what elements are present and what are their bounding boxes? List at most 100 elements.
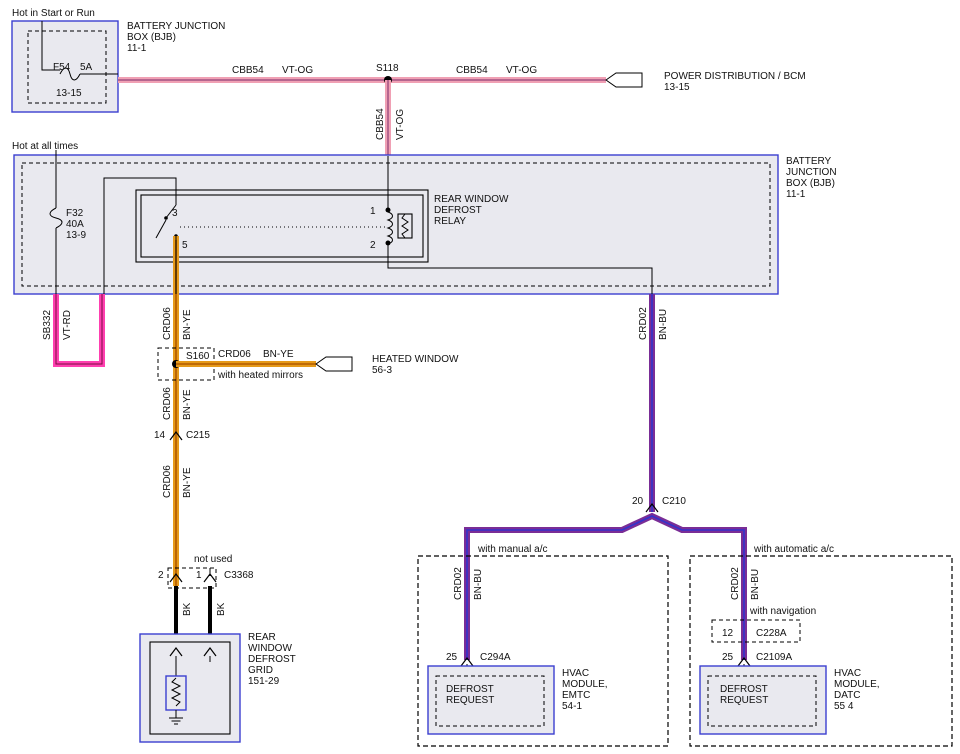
datc-defrost-request-box bbox=[707, 675, 817, 727]
manual-ac-note: with manual a/c bbox=[477, 544, 547, 555]
hvac-emtc-title-1: HVAC bbox=[562, 668, 589, 679]
hvac-datc-ref: 55 4 bbox=[834, 701, 854, 712]
hvac-emtc-box bbox=[427, 665, 555, 735]
relay-node-2 bbox=[385, 240, 391, 246]
relay-title-2: DEFROST bbox=[434, 205, 482, 216]
datc-defrost-request-1: DEFROST bbox=[720, 684, 768, 695]
ground-icon bbox=[169, 717, 183, 725]
defrost-grid-title-3: DEFROST bbox=[248, 654, 296, 665]
wire-cbb54-right-circuit: CBB54 bbox=[456, 65, 488, 76]
defrost-grid-heater-icon bbox=[170, 677, 182, 707]
bjb-top-title-2: BOX (BJB) bbox=[127, 32, 176, 43]
fuse-f32-ref: 13-9 bbox=[66, 230, 86, 241]
c3368-name: C3368 bbox=[224, 570, 254, 581]
c3368-not-used: not used bbox=[194, 554, 232, 565]
relay-title-1: REAR WINDOW bbox=[434, 194, 509, 205]
wire-crd02-branch-stripe bbox=[466, 515, 745, 660]
hvac-datc-title-2: MODULE, bbox=[834, 679, 880, 690]
bjb-main-inner-dash bbox=[21, 162, 771, 287]
c210-name: C210 bbox=[662, 496, 686, 507]
hvac-datc-box bbox=[699, 665, 827, 735]
c2109a-pin: 25 bbox=[722, 652, 734, 663]
defrost-grid-title-4: GRID bbox=[248, 665, 273, 676]
arrow-power-distribution bbox=[605, 72, 643, 88]
splice-s160-label: S160 bbox=[186, 351, 210, 362]
relay-pin-5: 5 bbox=[182, 240, 188, 251]
bjb-internal-wire bbox=[103, 177, 177, 294]
bjb-main-ref: 11-1 bbox=[786, 189, 806, 200]
c3368-pin-a: 2 bbox=[158, 570, 164, 581]
manual-ac-dash-box bbox=[417, 555, 669, 747]
wire-sb332-circuit: SB332 bbox=[42, 310, 53, 340]
power-dist-label: POWER DISTRIBUTION / BCM bbox=[664, 71, 806, 82]
hvac-emtc-title-2: MODULE, bbox=[562, 679, 608, 690]
wire-sb332-color: VT-RD bbox=[62, 310, 73, 340]
wire-cbb54-left-circuit: CBB54 bbox=[232, 65, 264, 76]
heated-window-label: HEATED WINDOW bbox=[372, 354, 459, 365]
defrost-grid-title-1: REAR bbox=[248, 632, 276, 643]
wire-bk-a-color: BK bbox=[182, 602, 193, 616]
bjb-main-title-2: JUNCTION bbox=[786, 167, 837, 178]
c3368-pin-a-icon bbox=[169, 573, 183, 583]
c3368-dash-box bbox=[167, 567, 217, 589]
defrost-grid-pin-b-icon bbox=[203, 647, 217, 657]
relay-pin-2: 2 bbox=[370, 240, 376, 251]
datc-defrost-request-2: REQUEST bbox=[720, 695, 768, 706]
fuse-f32-icon bbox=[49, 207, 63, 229]
wire-cbb54-right-color: VT-OG bbox=[506, 65, 537, 76]
wire-crd06-2-color: BN-YE bbox=[182, 389, 193, 420]
fuse-f32-label: F32 bbox=[66, 208, 84, 219]
relay-coil-icon bbox=[386, 211, 393, 245]
c215-name: C215 bbox=[186, 430, 210, 441]
relay-switch-lead bbox=[165, 204, 177, 219]
heated-mirrors-note: with heated mirrors bbox=[217, 370, 303, 381]
defrost-grid-ref: 151-29 bbox=[248, 676, 280, 687]
emtc-defrost-request-1: DEFROST bbox=[446, 684, 494, 695]
c215-connector-icon bbox=[169, 431, 183, 441]
c294a-name: C294A bbox=[480, 652, 511, 663]
wire-crd02-main-color: BN-BU bbox=[658, 309, 669, 340]
bjb-main-box bbox=[13, 154, 779, 295]
emtc-defrost-request-2: REQUEST bbox=[446, 695, 494, 706]
relay-resistor-icon bbox=[401, 213, 409, 239]
c294a-connector-icon bbox=[460, 657, 474, 667]
wire-cbb54-vert-color: VT-OG bbox=[395, 109, 406, 140]
wire-cbb54-left-color: VT-OG bbox=[282, 65, 313, 76]
defrost-grid-pin-a-icon bbox=[169, 647, 183, 657]
relay-pin-3: 3 bbox=[172, 208, 178, 219]
fuse-f54-label: F54 bbox=[53, 62, 71, 73]
relay-inner-box bbox=[140, 194, 424, 258]
auto-wire-color: BN-BU bbox=[750, 569, 761, 600]
relay-title-3: RELAY bbox=[434, 216, 466, 227]
wire-crd06-3-circuit: CRD06 bbox=[162, 465, 173, 498]
relay-pin-1: 1 bbox=[370, 206, 376, 217]
relay-switch-contact bbox=[155, 219, 167, 239]
bjb-top-title-1: BATTERY JUNCTION bbox=[127, 21, 225, 32]
fuse-f54-rating: 5A bbox=[80, 62, 93, 73]
hvac-emtc-ref: 54-1 bbox=[562, 701, 582, 712]
auto-ac-dash-box bbox=[689, 555, 953, 747]
bjb-top-box bbox=[11, 20, 119, 113]
defrost-grid-title-2: WINDOW bbox=[248, 643, 292, 654]
bjb-top-hot-label: Hot in Start or Run bbox=[12, 8, 95, 19]
manual-wire-color: BN-BU bbox=[473, 569, 484, 600]
wire-sb332-core bbox=[55, 294, 103, 365]
bjb-main-title-1: BATTERY bbox=[786, 156, 832, 167]
wire-crd06-1-color: BN-YE bbox=[182, 309, 193, 340]
bjb-top-feed-wire bbox=[41, 21, 60, 71]
hvac-emtc-title-3: EMTC bbox=[562, 690, 590, 701]
fuse-f32-rating: 40A bbox=[66, 219, 84, 230]
auto-nav-note: with navigation bbox=[749, 606, 816, 617]
c215-pin: 14 bbox=[154, 430, 166, 441]
c2109a-name: C2109A bbox=[756, 652, 792, 663]
relay-outer-box bbox=[135, 189, 429, 263]
c2109a-connector-icon bbox=[737, 657, 751, 667]
hvac-datc-title-1: HVAC bbox=[834, 668, 861, 679]
wire-crd06-3-color: BN-YE bbox=[182, 467, 193, 498]
bjb-top-ref: 11-1 bbox=[127, 43, 147, 54]
auto-wire-circuit: CRD02 bbox=[730, 567, 741, 600]
c228a-dash-box bbox=[711, 619, 801, 643]
wire-crd06-1-circuit: CRD06 bbox=[162, 307, 173, 340]
fuse-f54-icon bbox=[59, 67, 81, 81]
